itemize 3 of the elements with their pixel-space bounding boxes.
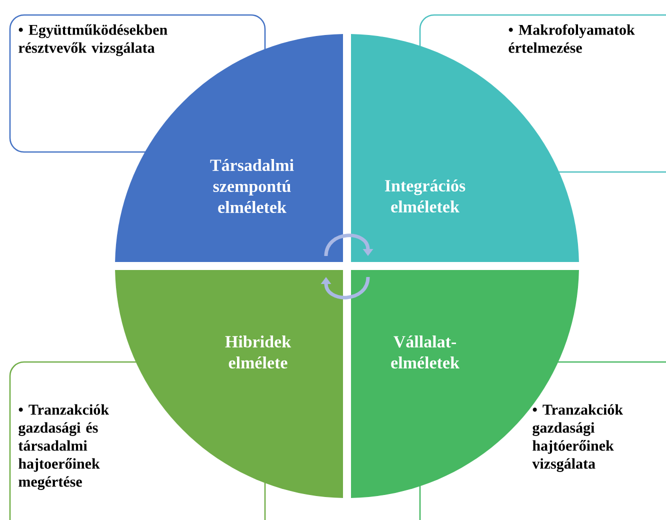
curved-arrow bbox=[320, 276, 370, 300]
curved-arrow bbox=[324, 234, 374, 256]
quadrant-sector: Hibridek elmélete bbox=[115, 270, 343, 498]
